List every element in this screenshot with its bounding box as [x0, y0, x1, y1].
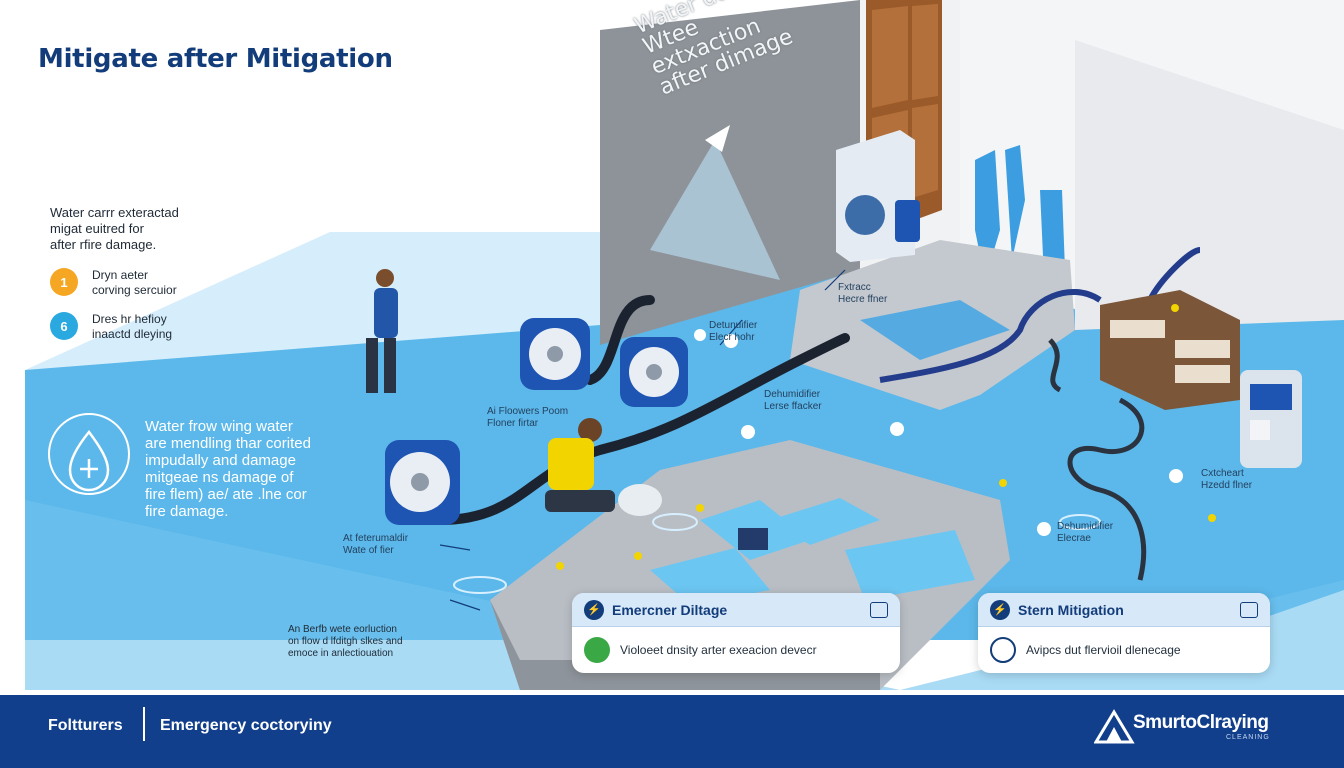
step-line: Dres hr hefioy — [92, 312, 167, 326]
card-body: Avipcs dut flervioil dlenecage — [978, 627, 1270, 673]
brand-tagline: CLEANING — [1226, 734, 1270, 741]
info-line: fire flem) ae/ ate .lne cor — [145, 486, 307, 503]
card-title: Stern Mitigation — [1018, 601, 1124, 618]
device-icon — [990, 637, 1016, 663]
label-line: on flow d lfditgh slkes and — [288, 636, 403, 647]
card-text: Avipcs dut flervioil dlenecage — [1026, 643, 1181, 657]
label-line: At feterumaldir — [343, 533, 409, 544]
label-dehumidifier-3: Dehumidifier Elecrae — [1057, 521, 1113, 545]
air-mover-2 — [620, 337, 688, 407]
label-line: emoce in anlectiouation — [288, 648, 394, 659]
blue-hose — [879, 247, 1201, 383]
card-emergency[interactable]: ⚡ Emercner Diltage Violoeet dnsity arter… — [572, 593, 900, 673]
intro-line: migat euitred for — [50, 221, 144, 236]
label-line: Floner firtar — [487, 418, 539, 429]
info-line: impudally and damage — [145, 452, 296, 469]
water-ripples — [453, 513, 1101, 594]
label-extractor-right: Cxtcheart Hzedd flner — [1201, 468, 1252, 492]
label-bottom-note: An Berfb wete eorluction on flow d lfdit… — [288, 624, 403, 660]
label-line: An Berfb wete eorluction — [288, 624, 397, 635]
scene-markers — [694, 329, 1183, 536]
label-line: Wate of fier — [343, 545, 394, 556]
card-body: Violoeet dnsity arter exeacion devecr — [572, 627, 900, 673]
lightning-icon: ⚡ — [584, 599, 604, 620]
label-water-filter: At feterumaldir Wate of fier — [343, 533, 408, 557]
label-dehumidifier-1: Detunuifier Elecr hohr — [709, 320, 757, 344]
lightning-icon: ⚡ — [990, 599, 1010, 620]
info-line: mitgeae ns damage of — [145, 469, 294, 486]
intro-text: Water carrr exteractad migat euitred for… — [50, 205, 220, 253]
window-icon — [870, 601, 888, 618]
check-icon — [584, 637, 610, 663]
label-line: Dehumidifier — [764, 389, 821, 400]
air-mover-1 — [520, 318, 590, 390]
label-line: Fxtracc — [838, 282, 871, 293]
brand-name: SmurtoClraying — [1133, 712, 1269, 733]
label-line: Elecrae — [1057, 533, 1091, 544]
label-extraction: Fxtracc Hecre ffner — [838, 282, 887, 306]
air-mover-3 — [385, 440, 460, 525]
card-text: Violoeet dnsity arter exeacion devecr — [620, 643, 817, 657]
footer-divider — [143, 707, 145, 741]
card-header: ⚡ Stern Mitigation — [978, 593, 1270, 627]
brand-logo-mark — [1094, 709, 1135, 744]
label-line: Elecr hohr — [709, 332, 755, 343]
step-badge: 6 — [50, 312, 78, 340]
info-line: Water frow wing water — [145, 418, 293, 435]
step-line: Dryn aeter — [92, 268, 149, 282]
technician-standing — [366, 269, 398, 393]
dresser — [1100, 290, 1240, 410]
card-header: ⚡ Emercner Diltage — [572, 593, 900, 627]
coiled-hose — [1048, 338, 1147, 581]
step-text: Dres hr hefioy inaactd dleying — [92, 312, 232, 342]
label-line: Hzedd flner — [1201, 480, 1253, 491]
label-dehumidifier-2: Dehumidifier Lerse ffacker — [764, 389, 822, 413]
step-1: 1 Dryn aeter corving sercuior — [50, 268, 232, 298]
step-2: 6 Dres hr hefioy inaactd dleying — [50, 312, 232, 342]
label-line: Ai Floowers Poom — [487, 406, 569, 417]
label-flooring: Ai Floowers Poom Floner firtar — [487, 406, 568, 430]
wooden-door — [866, 0, 942, 238]
info-icon-ring — [48, 413, 130, 495]
page-title: Mitigate after Mitigation — [38, 44, 393, 74]
step-line: inaactd dleying — [92, 327, 173, 341]
label-line: Cxtcheart — [1201, 468, 1244, 479]
extraction-hose — [435, 295, 850, 525]
footer-link-emergency[interactable]: Emergency coctoryiny — [160, 717, 332, 734]
technician-kneeling — [545, 418, 662, 516]
info-text: Water frow wing water are mendling thar … — [145, 418, 335, 520]
footer-link-features[interactable]: Foltturers — [48, 717, 123, 734]
clipboard-icon — [1240, 601, 1258, 618]
card-title: Emercner Diltage — [612, 601, 728, 618]
info-line: fire damage. — [145, 503, 229, 520]
intro-line: Water carrr exteractad — [50, 205, 179, 220]
step-text: Dryn aeter corving sercuior — [92, 268, 232, 298]
intro-line: after rfire damage. — [50, 237, 157, 252]
label-line: Dehumidifier — [1057, 521, 1114, 532]
yellow-markers — [556, 304, 1216, 570]
label-line: Lerse ffacker — [764, 401, 822, 412]
equipment-stack — [1240, 370, 1302, 468]
card-stern-mitigation[interactable]: ⚡ Stern Mitigation Avipcs dut flervioil … — [978, 593, 1270, 673]
label-line: Hecre ffner — [838, 294, 888, 305]
footer-bar: Foltturers Emergency coctoryiny SmurtoCl… — [0, 695, 1344, 768]
step-line: corving sercuior — [92, 283, 177, 297]
label-line: Detunuifier — [709, 320, 758, 331]
step-badge: 1 — [50, 268, 78, 296]
dehumidifier-unit — [836, 130, 920, 262]
info-line: are mendling thar corited — [145, 435, 311, 452]
